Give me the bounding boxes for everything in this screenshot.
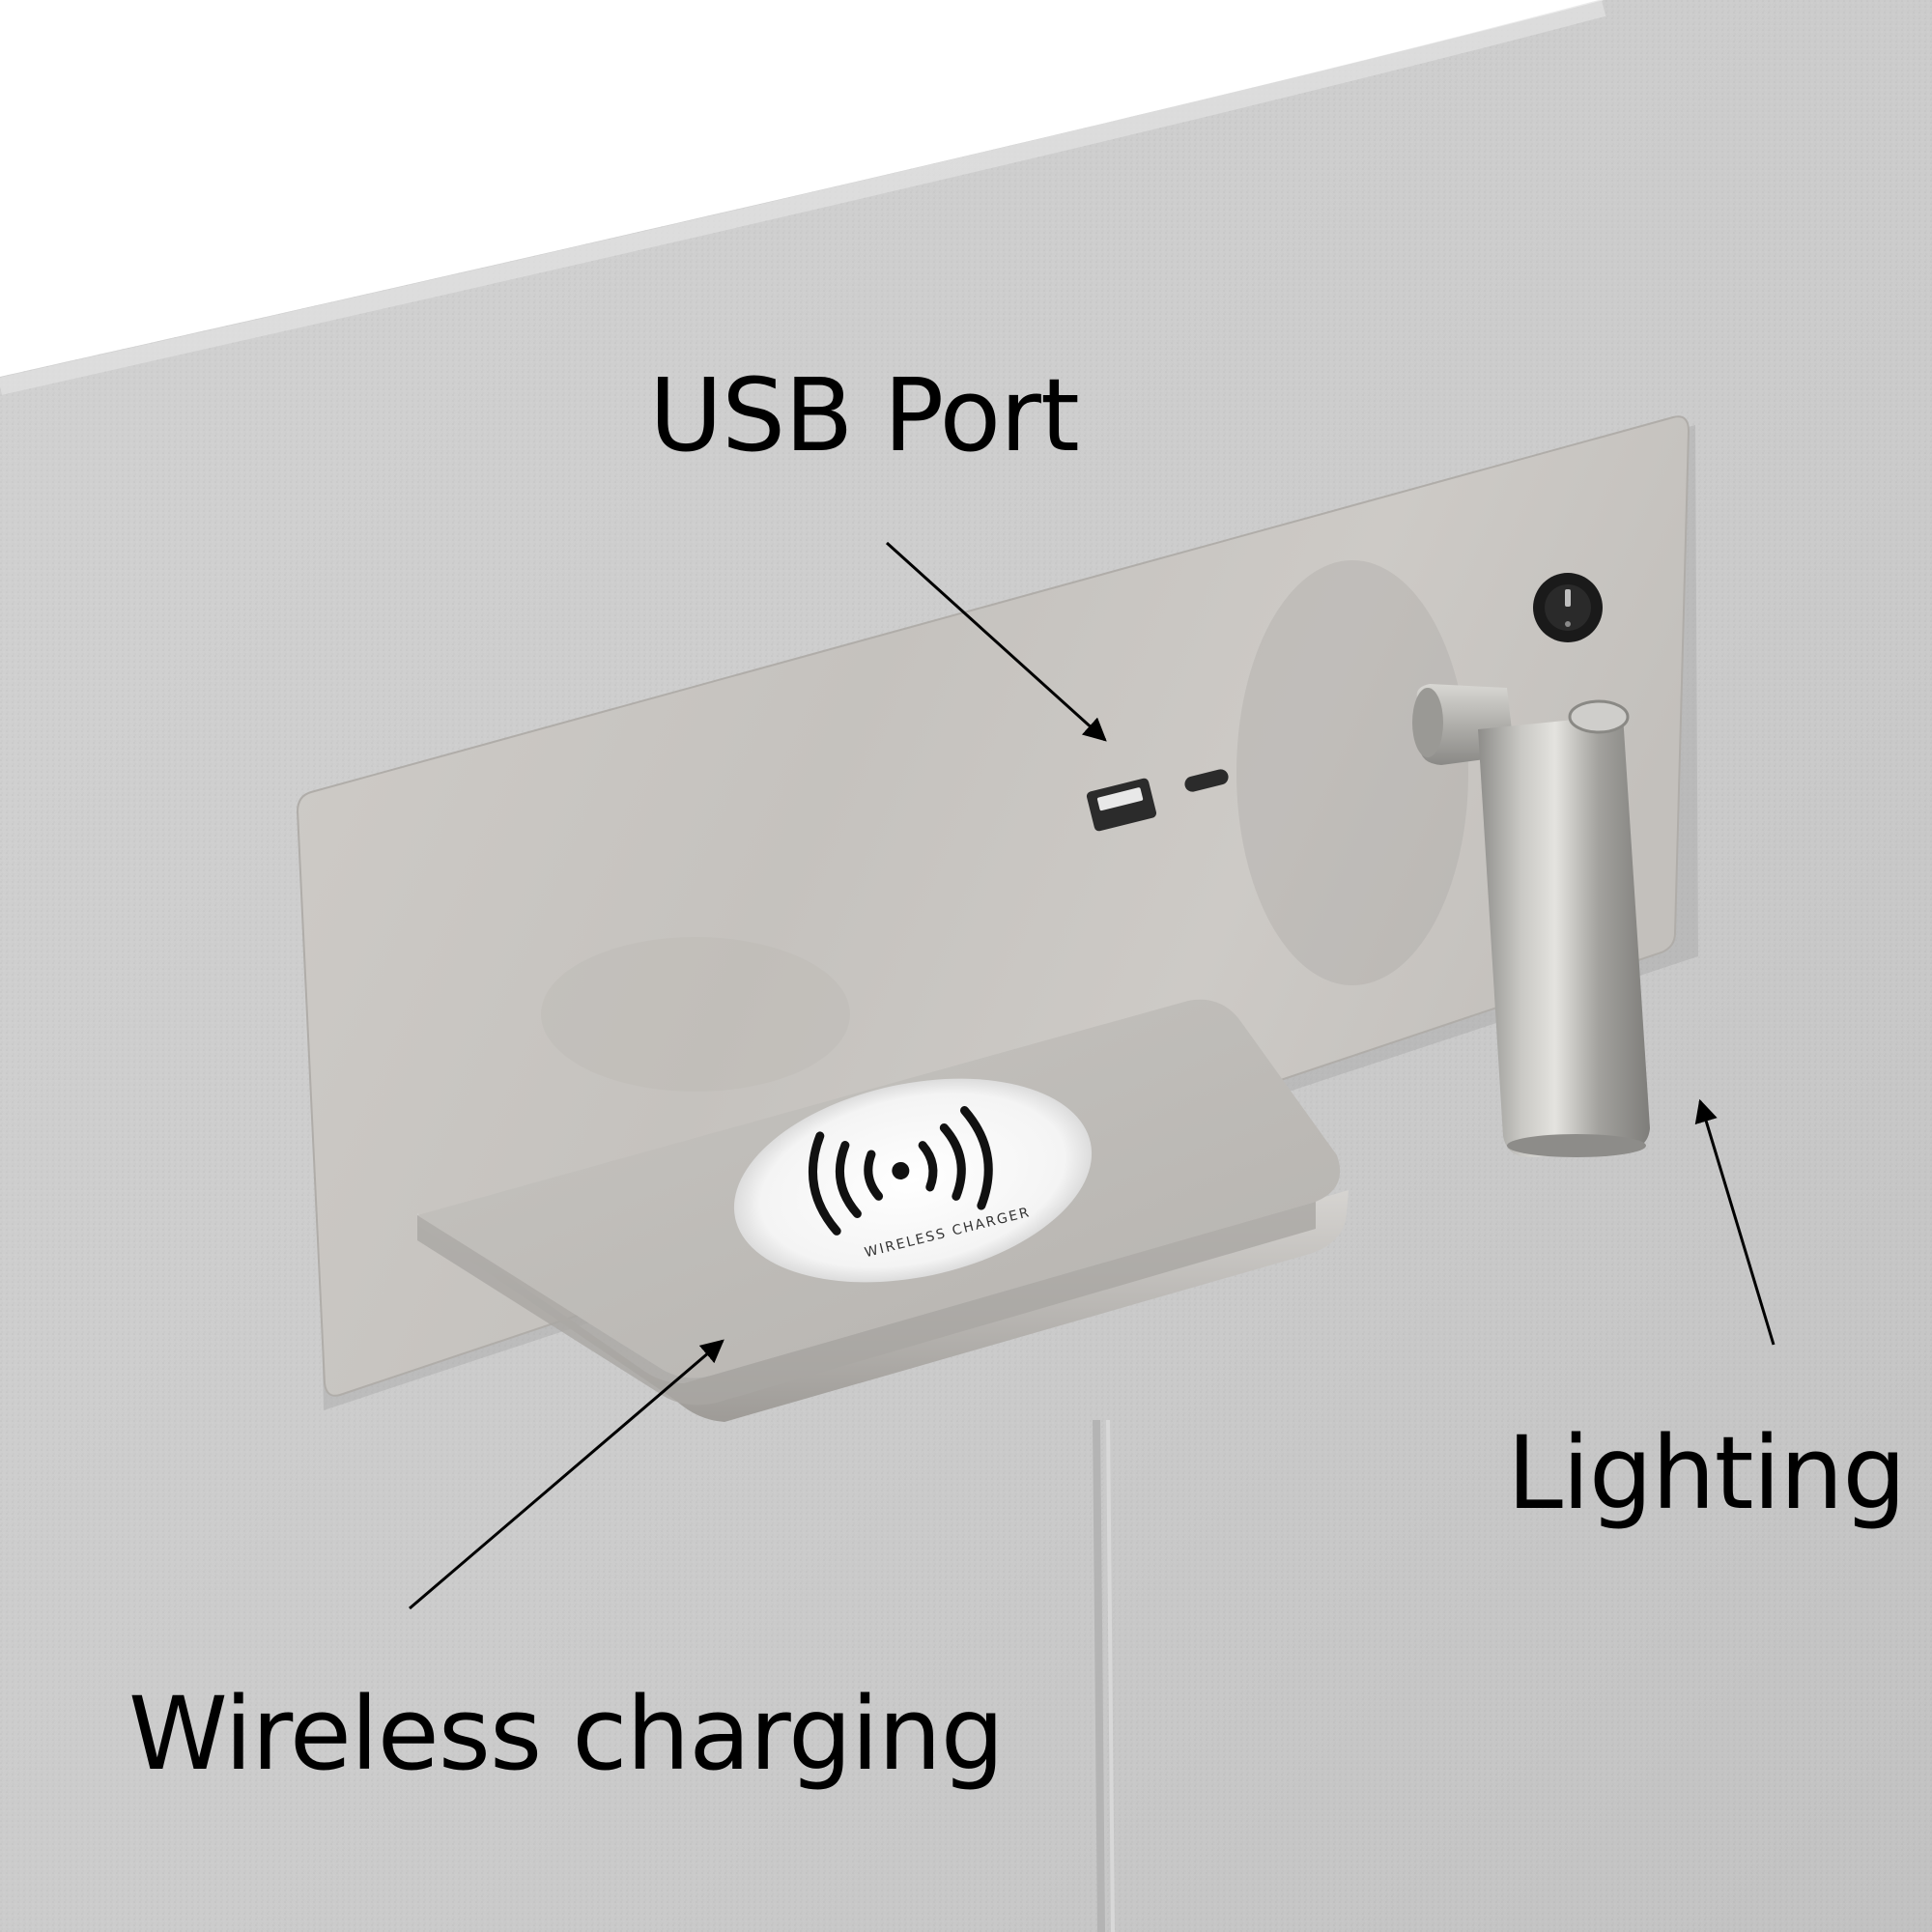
fabric-seam [1093, 1419, 1105, 1932]
metal-back-plate [296, 415, 1690, 1397]
rocker-switch-icon[interactable] [1533, 573, 1603, 642]
wireless-charging-label: Wireless charging [128, 1675, 1005, 1793]
lamp-top [1568, 699, 1630, 734]
reading-lamp[interactable] [1412, 684, 1650, 1157]
lamp-head [1478, 715, 1650, 1157]
usb-port-arrow [885, 541, 1107, 742]
wireless-charger-pad[interactable]: WIRELESS CHARGER [715, 1048, 1110, 1313]
usb-c-port-icon[interactable] [1183, 768, 1231, 794]
plate-reflection [541, 937, 850, 1092]
usb-a-port-icon[interactable] [1086, 778, 1157, 833]
lighting-arrow [1694, 1098, 1776, 1346]
lamp-bottom [1507, 1134, 1646, 1157]
fabric-seam-shadow [1106, 1419, 1115, 1932]
usb-port-label: USB Port [649, 356, 1080, 474]
lamp-arm-base [1412, 688, 1443, 757]
shelf-edge [417, 1190, 1349, 1422]
wireless-signal-icon [808, 1106, 993, 1236]
headboard-top-edge [0, 0, 1606, 395]
plate-lamp-shadow [1236, 560, 1468, 985]
wireless-charging-arrow [409, 1339, 724, 1610]
lighting-label: Lighting [1507, 1414, 1906, 1532]
